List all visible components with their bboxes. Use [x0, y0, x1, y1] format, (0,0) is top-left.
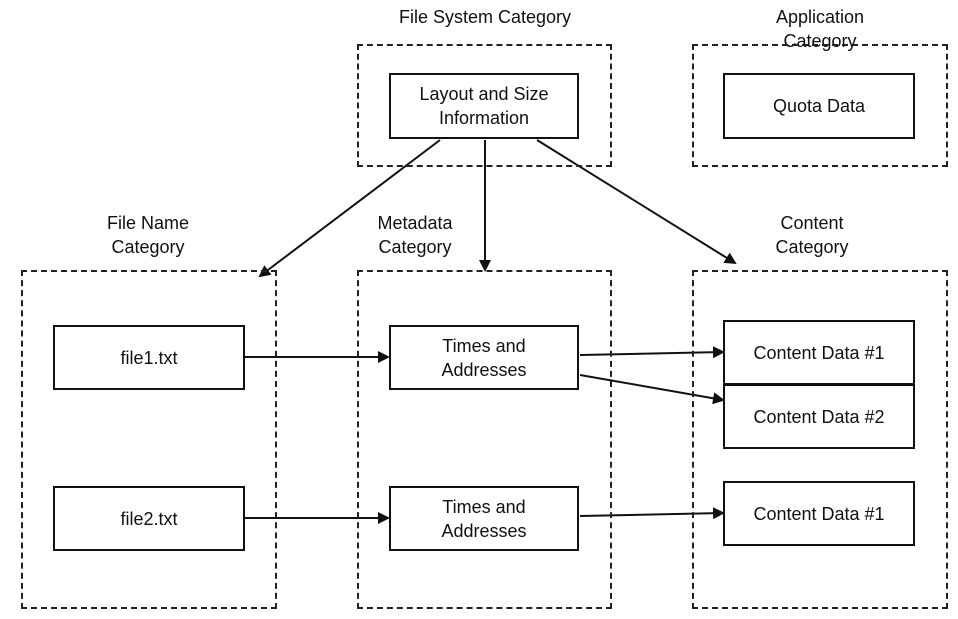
arrow-times1-to-content1	[579, 346, 725, 359]
metadata-category-label: Metadata Category	[377, 213, 453, 257]
metadata-category-region	[357, 270, 612, 609]
file-name-category-region	[21, 270, 277, 609]
layout-size-information-box: Layout and Size Information	[389, 73, 579, 139]
file-system-category-region	[357, 44, 612, 167]
quota-data-box: Quota Data	[723, 73, 915, 139]
application-category-label: Application Category	[775, 7, 865, 51]
times-addresses-box-2: Times and Addresses	[389, 486, 579, 551]
arrow-times1-to-content2	[579, 374, 725, 405]
file-name-category-label: File Name Category	[106, 213, 190, 257]
file1-box: file1.txt	[53, 325, 245, 390]
arrow-layout-to-content	[536, 139, 737, 265]
arrow-layout-to-filename	[258, 139, 441, 278]
application-category-region	[692, 44, 948, 167]
content-data-2-box: Content Data #2	[723, 384, 915, 449]
content-data-3-box: Content Data #1	[723, 481, 915, 546]
content-category-region	[692, 270, 948, 609]
times-addresses-box-1: Times and Addresses	[389, 325, 579, 390]
file-system-category-label: File System Category	[398, 7, 572, 27]
content-category-label: Content Category	[775, 213, 849, 257]
file2-box: file2.txt	[53, 486, 245, 551]
content-data-1-box: Content Data #1	[723, 320, 915, 385]
arrow-times2-to-content3	[579, 507, 725, 520]
